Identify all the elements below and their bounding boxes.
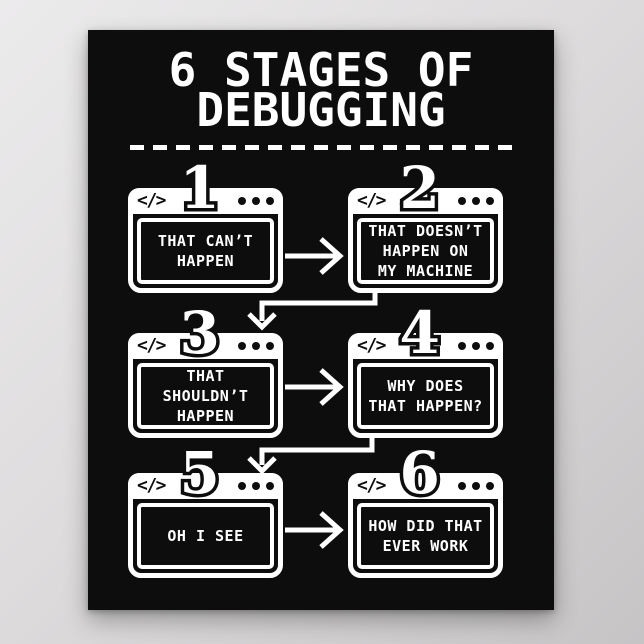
text-line: SHOULDN’T — [162, 386, 249, 405]
window-dots-icon — [458, 482, 494, 490]
arrow-5-6-head-icon — [319, 511, 344, 549]
text-line: WHY DOES — [387, 376, 464, 395]
code-icon: </> — [137, 189, 167, 211]
arrow-3-4-head-icon — [319, 368, 344, 406]
text-line: THAT HAPPEN? — [368, 397, 483, 415]
poster-title: 6 STAGES OF DEBUGGING — [88, 43, 554, 138]
stage-1-window: </> 1 1 THAT CAN’T HAPPEN — [128, 156, 283, 293]
stage-4-text: WHY DOES THAT HAPPEN? — [357, 363, 494, 429]
stage-1-titlebar: </> — [128, 188, 283, 214]
text-line: OH I SEE — [167, 526, 244, 545]
window-dots-icon — [238, 342, 274, 350]
code-icon: </> — [137, 334, 167, 356]
arrow-4-5-head-icon — [247, 456, 277, 475]
stage-6-text: HOW DID THAT EVER WORK — [357, 503, 494, 569]
poster: 6 STAGES OF DEBUGGING </> 1 1 THAT CAN’T — [88, 30, 554, 610]
code-icon: </> — [137, 474, 167, 496]
stage-5-titlebar: </> — [128, 473, 283, 499]
stage-4-titlebar: </> — [348, 333, 503, 359]
stage-3-text: THAT SHOULDN’T HAPPEN — [137, 363, 274, 429]
window-dots-icon — [458, 342, 494, 350]
text-line: THAT DOESN’T — [368, 221, 483, 240]
text-line: HAPPEN — [176, 407, 235, 426]
text-line: MY MACHINE — [377, 262, 474, 281]
arrow-2-3-head-icon — [247, 312, 277, 331]
stage-2-titlebar: </> — [348, 188, 503, 214]
window-dots-icon — [238, 197, 274, 205]
title-line-2: DEBUGGING — [196, 83, 446, 138]
window-dots-icon — [458, 197, 494, 205]
arrow-4-5-shaft — [259, 436, 375, 465]
stage-1-text: THAT CAN’T HAPPEN — [137, 218, 274, 284]
arrow-2-3-shaft — [259, 291, 378, 321]
text-line: THAT — [186, 366, 225, 385]
arrow-1-2-head-icon — [319, 237, 344, 275]
text-line: HOW DID THAT — [368, 516, 483, 535]
window-dots-icon — [238, 482, 274, 490]
text-line: EVER WORK — [382, 537, 469, 555]
text-line: THAT CAN’T — [157, 231, 254, 250]
stage-5-window: </> 5 5 OH I SEE — [128, 441, 283, 578]
stage-6-titlebar: </> — [348, 473, 503, 499]
code-icon: </> — [357, 474, 387, 496]
title-line-1: 6 STAGES OF — [168, 43, 474, 97]
stage-3-window: </> 3 3 THAT SHOULDN’T HAPPEN — [128, 301, 283, 438]
text-line: HAPPEN — [176, 252, 235, 270]
stage-5-text: OH I SEE — [137, 503, 274, 569]
stage-6-window: </> 6 6 HOW DID THAT EVER WORK — [348, 441, 503, 578]
text-line: HAPPEN ON — [382, 241, 469, 260]
stage-2-window: </> 2 2 THAT DOESN’T HAPPEN ON MY MACHIN… — [348, 156, 503, 293]
code-icon: </> — [357, 189, 387, 211]
stage-4-window: </> 4 4 WHY DOES THAT HAPPEN? — [348, 301, 503, 438]
dashed-divider — [130, 145, 512, 150]
stage-2-text: THAT DOESN’T HAPPEN ON MY MACHINE — [357, 218, 494, 284]
stage-3-titlebar: </> — [128, 333, 283, 359]
code-icon: </> — [357, 334, 387, 356]
